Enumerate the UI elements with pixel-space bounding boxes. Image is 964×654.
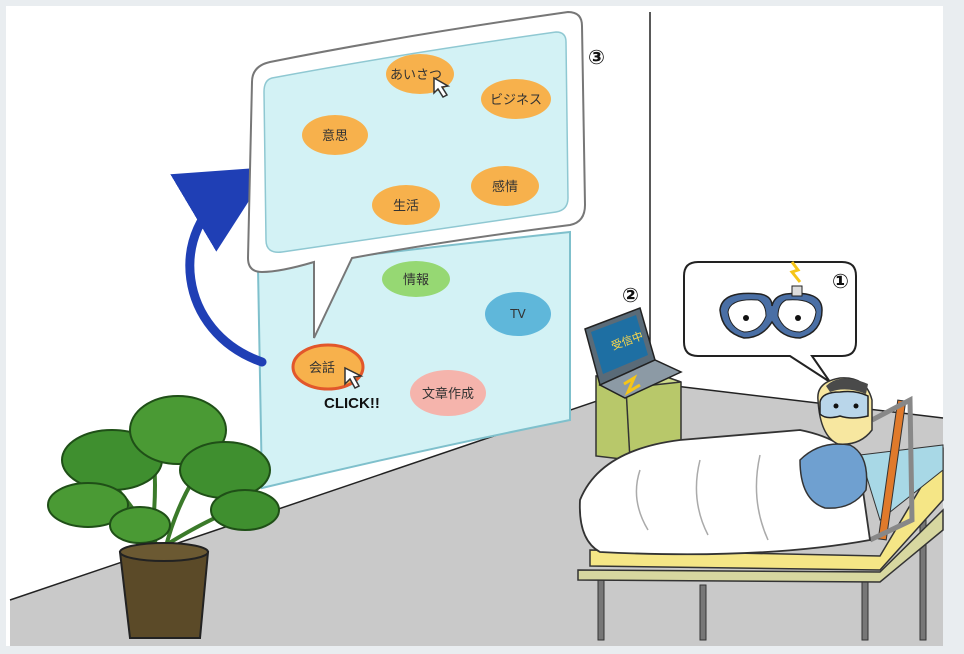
bubble-seikatsu-label: 生活 (393, 199, 419, 214)
bubble-tv-label: TV (509, 307, 526, 321)
bubble-kaiwa-label: 会話 (309, 360, 335, 376)
bubble-ishi-label: 意思 (322, 128, 348, 144)
marker-3: ③ (588, 45, 605, 69)
goggles-on-patient (820, 392, 868, 419)
bubble-joho-label: 情報 (403, 273, 429, 288)
bubble-kanjo-label: 感情 (492, 179, 518, 195)
bubble-bunsho-label: 文章作成 (422, 386, 474, 402)
marker-2: ② (622, 283, 639, 307)
click-label: CLICK!! (324, 395, 380, 412)
bubble-business-label: ビジネス (490, 93, 542, 108)
marker-1: ① (832, 269, 849, 293)
